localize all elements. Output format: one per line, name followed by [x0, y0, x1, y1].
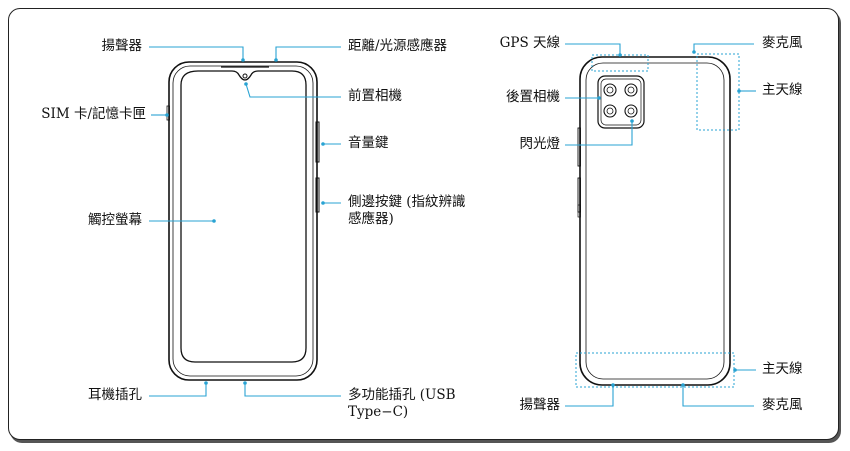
label-microphone-bottom: 麥克風: [762, 397, 803, 413]
leader-lines: [149, 43, 756, 407]
leader-mic-bottom: [682, 386, 754, 407]
top-main-antenna-region: [696, 53, 740, 131]
camera-module-inner: [600, 78, 642, 126]
leader-speaker-bottom: [565, 386, 614, 407]
rear-lens-1: [603, 83, 617, 97]
camera-module: [597, 75, 645, 129]
label-touchscreen: 觸控螢幕: [88, 212, 142, 228]
front-screen: [180, 70, 307, 363]
label-proximity-sensor: 距離/光源感應器: [348, 38, 448, 54]
label-side-key: 側邊按鍵 (指紋辨識: [348, 194, 466, 210]
leader-gps: [565, 43, 621, 55]
back-side-slot: [577, 204, 581, 218]
back-side-key-1: [577, 127, 581, 167]
rear-lens-2: [624, 83, 638, 97]
back-phone: [577, 56, 731, 386]
label-gps-antenna: GPS 天線: [499, 35, 560, 51]
leader-mic-top: [693, 43, 754, 51]
label-flash: 閃光燈: [519, 136, 561, 152]
leader-flash: [565, 121, 633, 146]
bottom-antenna-region: [575, 352, 735, 388]
back-body-inner: [585, 62, 725, 380]
leader-proximity: [275, 46, 341, 59]
rear-lens-4: [624, 104, 638, 118]
rear-lens-3: [603, 104, 617, 118]
leader-earphone: [149, 384, 207, 397]
label-speaker-bottom: 揚聲器: [519, 397, 561, 413]
label-rear-camera: 後置相機: [506, 89, 560, 105]
leader-speaker: [149, 46, 244, 59]
diagram-frame: [8, 8, 839, 440]
leader-usb: [244, 384, 341, 397]
label-sim-tray: SIM 卡/記憶卡匣: [41, 106, 146, 122]
antenna-regions: [575, 53, 740, 388]
label-earphone-jack: 耳機插孔: [88, 387, 142, 403]
back-body-outer: [579, 56, 731, 386]
label-microphone-top: 麥克風: [762, 35, 803, 51]
sim-tray-shape: [166, 105, 170, 121]
side-key-shape: [315, 177, 320, 213]
label-side-key-line2: 感應器): [348, 211, 394, 227]
leader-dots: [165, 50, 741, 387]
back-side-key-2: [577, 177, 581, 213]
label-usb-port: 多功能插孔 (USB: [348, 387, 456, 403]
label-main-antenna-top: 主天線: [762, 82, 803, 98]
volume-key-shape: [315, 121, 320, 163]
label-volume-key: 音量鍵: [348, 135, 389, 151]
label-speaker: 揚聲器: [101, 38, 143, 54]
front-camera-lens: [242, 73, 248, 79]
label-front-camera: 前置相機: [348, 88, 402, 104]
label-main-antenna-bottom: 主天線: [762, 361, 803, 377]
label-usb-port-line2: Type−C): [348, 404, 409, 420]
leader-front-camera: [245, 83, 341, 98]
